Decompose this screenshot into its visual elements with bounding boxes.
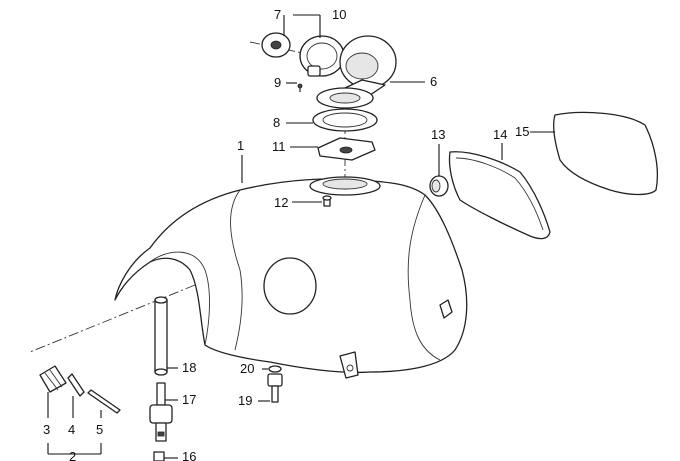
callout-2: 2 — [69, 449, 76, 461]
outlet-part-16 — [153, 451, 165, 461]
callout-18: 18 — [182, 360, 196, 375]
callout-20: 20 — [240, 361, 254, 376]
filler-flange — [316, 87, 374, 109]
callout-17: 17 — [182, 392, 196, 407]
knee-pad-part-14 — [448, 151, 551, 240]
gasket-ring-part-8 — [312, 108, 378, 132]
callout-3: 3 — [43, 422, 50, 437]
tube-part-18 — [154, 296, 168, 376]
callout-15: 15 — [515, 124, 529, 139]
pin-part-5 — [87, 389, 121, 414]
bolt-part-12 — [322, 195, 332, 207]
callout-14: 14 — [493, 127, 507, 142]
hose-part-4 — [67, 373, 85, 397]
callout-8: 8 — [273, 115, 280, 130]
callout-16: 16 — [182, 449, 196, 461]
cover-pad-part-15 — [553, 111, 659, 196]
fuel-tank-part-1 — [114, 176, 468, 379]
callout-9: 9 — [274, 75, 281, 90]
callout-7: 7 — [274, 7, 281, 22]
callout-4: 4 — [68, 422, 75, 437]
screw-part-9 — [297, 83, 303, 92]
callout-5: 5 — [96, 422, 103, 437]
callout-6: 6 — [430, 74, 437, 89]
flange-plate-part-11 — [317, 137, 376, 161]
callout-10: 10 — [332, 7, 346, 22]
rubber-plug-part-13 — [429, 175, 449, 197]
callout-13: 13 — [431, 127, 445, 142]
filler-cap-part-6 — [339, 35, 397, 96]
callout-1: 1 — [237, 138, 244, 153]
fuel-tap-part-17 — [149, 382, 173, 442]
callout-labels: 1 3 4 5 6 7 8 9 10 11 12 13 14 15 16 17 … — [43, 7, 529, 461]
callout-11: 11 — [272, 139, 286, 154]
filter-part-3 — [39, 365, 67, 393]
callout-19: 19 — [238, 393, 252, 408]
filler-cap-ring-part-10 — [299, 35, 345, 77]
leader-lines — [47, 14, 555, 459]
drain-screw-part-19 — [267, 373, 283, 403]
washer-part-20 — [268, 365, 282, 373]
callout-12: 12 — [274, 195, 288, 210]
filler-cap-seal-part-7 — [261, 32, 291, 58]
